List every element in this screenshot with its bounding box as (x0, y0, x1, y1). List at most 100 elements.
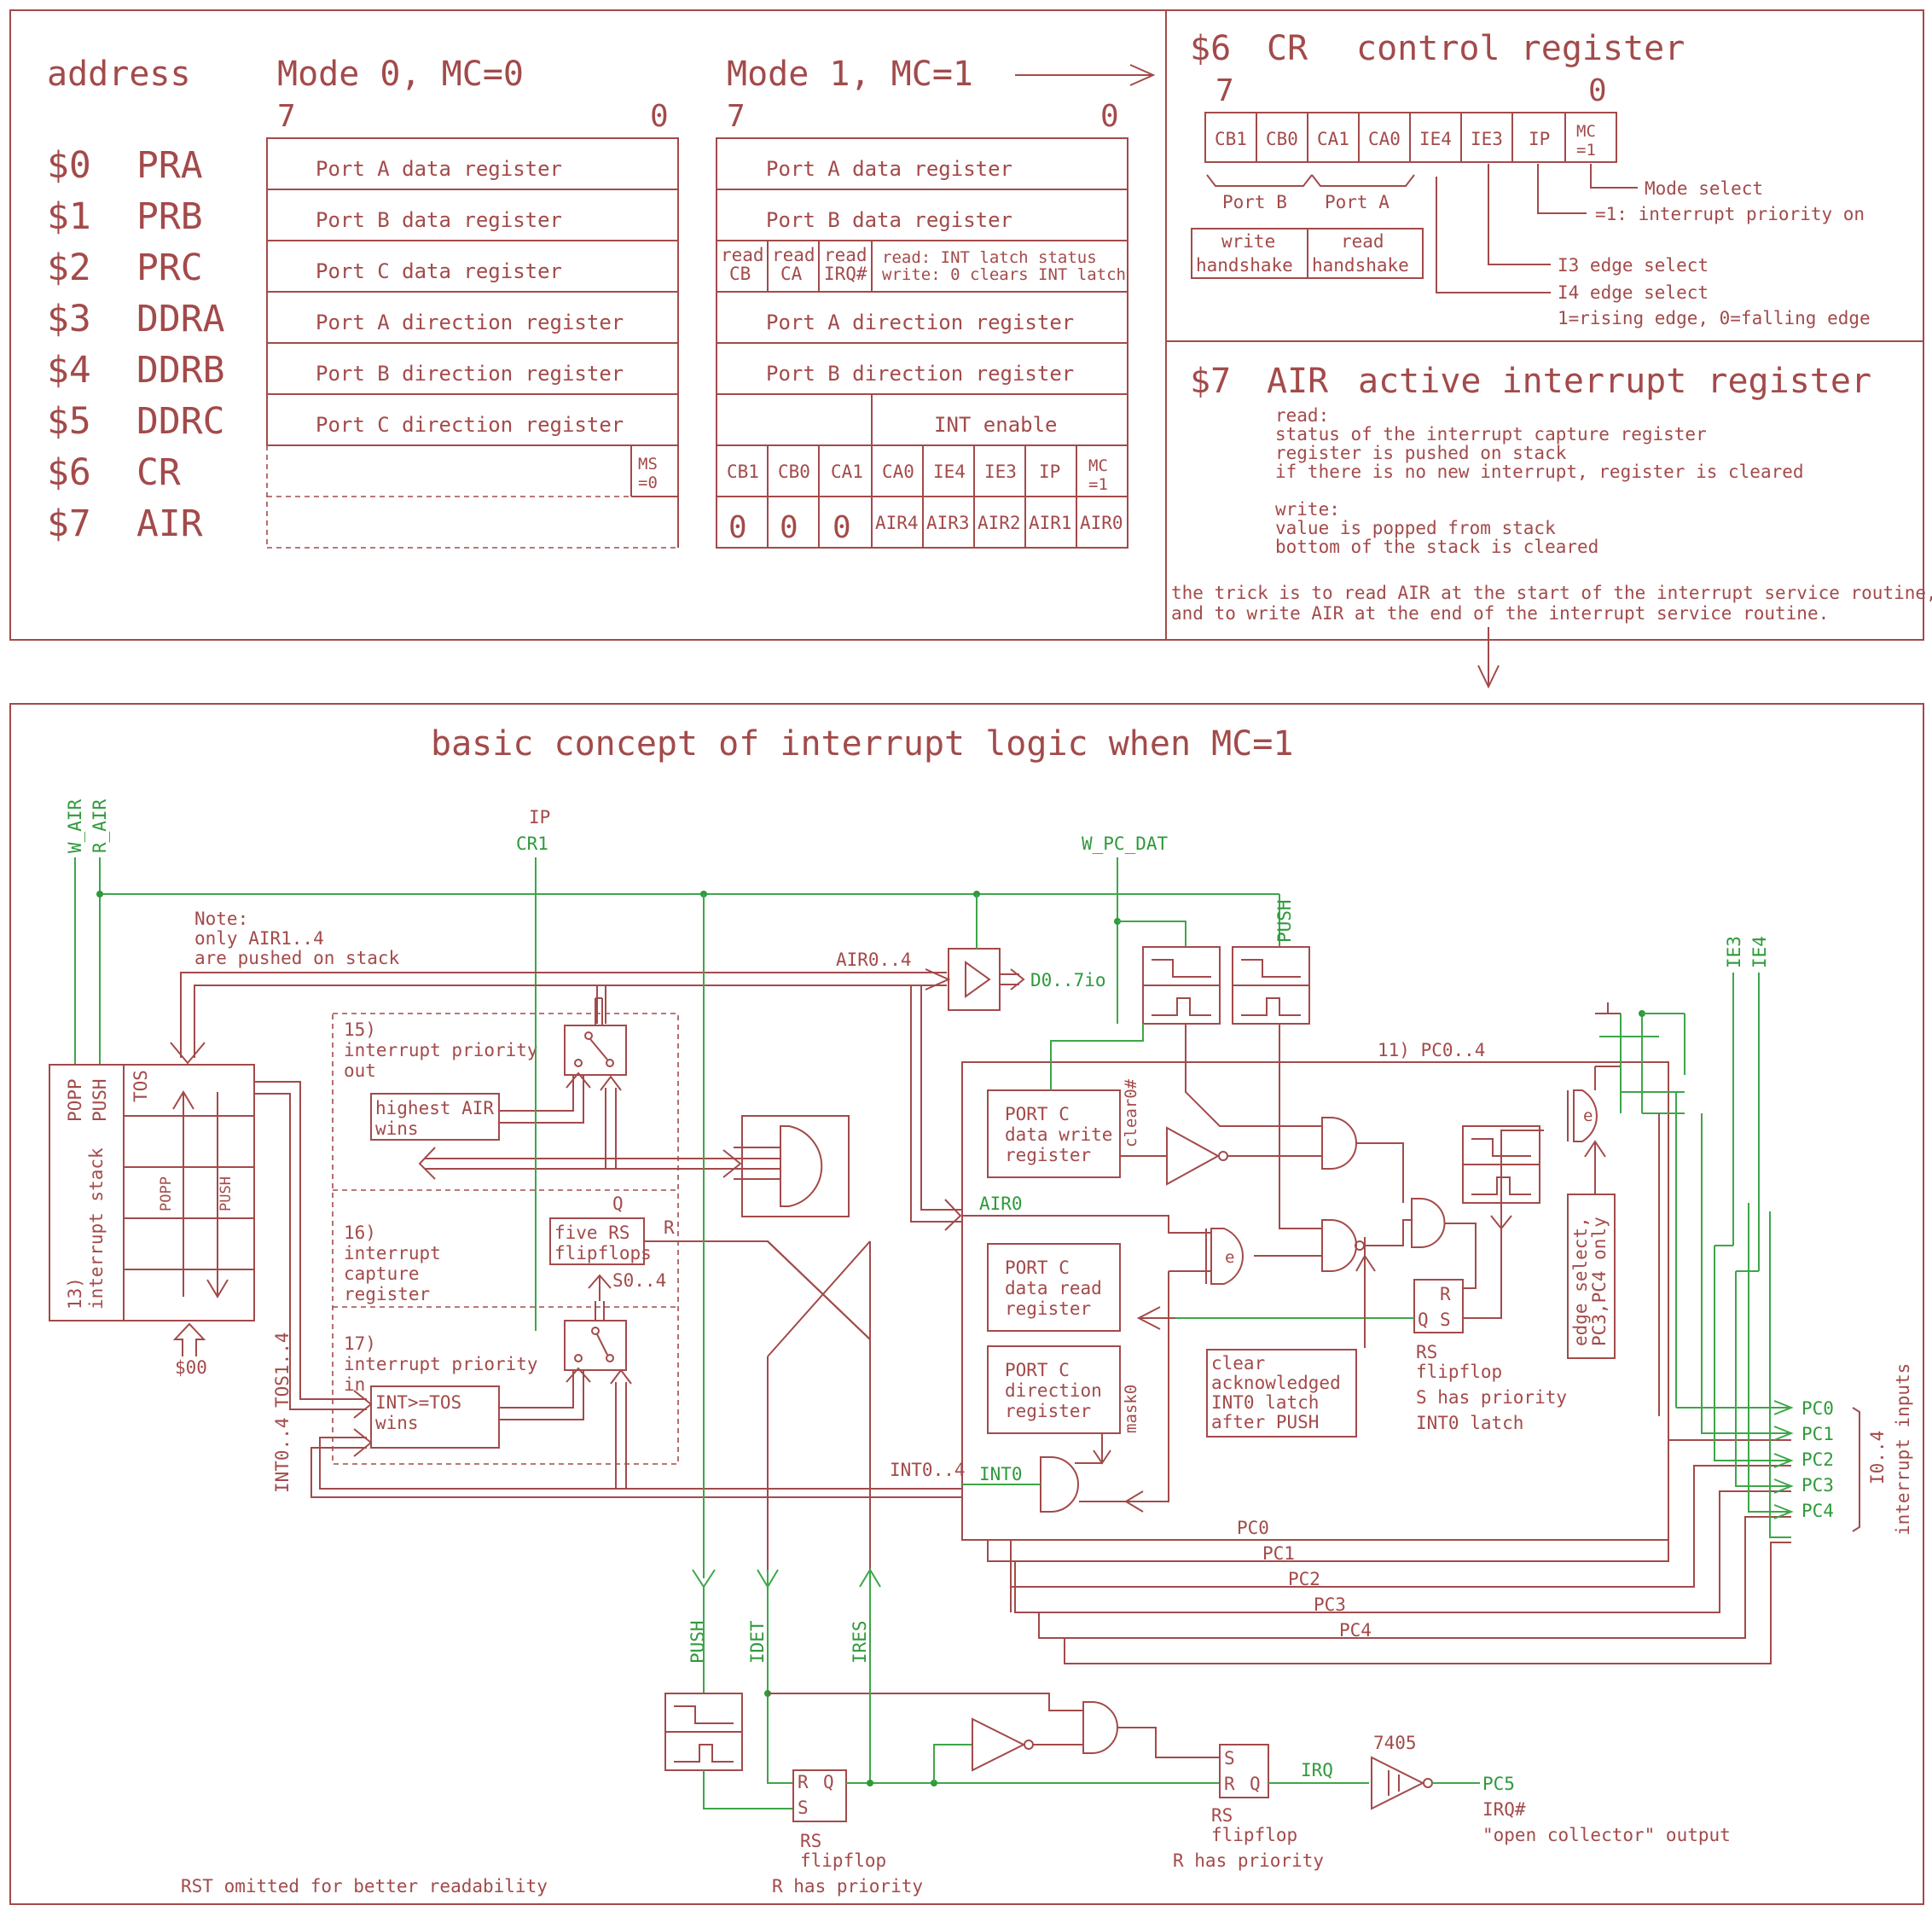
port-a-label: Port A (1325, 192, 1390, 212)
pcr-box: register (1005, 1298, 1091, 1319)
i4-desc: I4 edge select (1558, 282, 1709, 303)
ff2-s: S (1224, 1748, 1235, 1769)
blk17: 17) (344, 1333, 376, 1354)
air-bit: AIR4 (875, 513, 919, 533)
cr1-signal: CR1 (516, 834, 548, 854)
air-down-arrow (1477, 627, 1500, 689)
tristate-buffer: D0..7io (948, 894, 1106, 1011)
int0-signal: INT0 (979, 1464, 1023, 1484)
ff1-q: Q (823, 1772, 834, 1792)
reg-addr: $6 (47, 451, 91, 494)
stack-init: $00 (175, 1357, 207, 1378)
reg-name: CR (136, 451, 181, 494)
blk16: 16) (344, 1223, 376, 1243)
mode1-register-table: Port A data register Port B data registe… (716, 137, 1128, 549)
ff2-r: R (1224, 1774, 1235, 1794)
air-bit: AIR2 (978, 513, 1021, 533)
air-desc-line: status of the interrupt capture register (1275, 424, 1707, 444)
read-irq: IRQ# (824, 264, 867, 284)
r-air-signal: R_AIR (90, 799, 110, 853)
rs-title: RS (1416, 1342, 1437, 1362)
pc-inputs: PC0 PC1 PC2 PC3 PC4 I0..4 interrupt inpu… (1773, 1363, 1913, 1536)
read-ca: read (772, 245, 815, 265)
pcd-box: direction (1005, 1380, 1102, 1401)
cr-panel-bit: CA1 (1317, 129, 1349, 149)
blk16: interrupt (344, 1243, 441, 1263)
air-panel: $7 AIR active interrupt register read: s… (1171, 362, 1932, 624)
irq-signal: IRQ (1301, 1760, 1333, 1780)
stack-push-inner: PUSH (218, 1176, 235, 1211)
edge-sel: edge select, (1570, 1217, 1591, 1346)
blk16: register (344, 1284, 430, 1304)
int-enable: INT enable (934, 413, 1058, 437)
i3-desc: I3 edge select (1558, 255, 1709, 276)
int-status-read: read: INT latch status (882, 248, 1097, 267)
mode0-row: Port B direction register (316, 362, 624, 386)
pc-bus-label: PC4 (1339, 1620, 1372, 1641)
air-desc-line: if there is no new interrupt, register i… (1275, 462, 1804, 482)
highest-air: highest AIR (375, 1098, 494, 1118)
push-bot-signal: PUSH (688, 1620, 708, 1664)
ip-signal: IP (529, 807, 550, 828)
rs-pri: S has priority (1416, 1387, 1567, 1408)
idet-signal: IDET (747, 1620, 768, 1664)
pc-input: PC4 (1801, 1501, 1834, 1521)
air-title-addr: $7 (1190, 362, 1231, 401)
pc-bus-label: PC0 (1237, 1518, 1269, 1538)
rs-ff: flipflop (1416, 1362, 1502, 1382)
ie3-signal: IE3 (1724, 936, 1744, 968)
read-irq: read (824, 245, 867, 265)
mc-bit-label: MC (1088, 456, 1108, 475)
mode0-bit0: 0 (650, 99, 669, 134)
air04-label: AIR0..4 (836, 950, 912, 970)
pcw-box: data write (1005, 1124, 1112, 1145)
pcr-box: data read (1005, 1278, 1102, 1298)
five-rs: five RS (554, 1223, 630, 1243)
rs-r: R (1440, 1284, 1451, 1304)
cr-bit: IE4 (933, 462, 966, 482)
ff1-title: RS (800, 1831, 821, 1851)
reg-name: AIR (136, 502, 203, 545)
diagram-frame (9, 703, 1924, 1905)
blk15: out (344, 1060, 376, 1081)
air-desc-line: write: (1275, 499, 1340, 520)
note-line: only AIR1..4 (194, 928, 324, 949)
mode0-row: Port A direction register (316, 311, 624, 334)
mode0-row: Port C data register (316, 259, 562, 283)
oc-output-label: "open collector" output (1482, 1825, 1731, 1845)
highest-air: wins (375, 1118, 419, 1139)
blk17: in (344, 1374, 365, 1395)
cr-panel: $6 CR control register 7 0 CB1 CB0 CA1 C… (1190, 29, 1871, 328)
air-desc-line: register is pushed on stack (1275, 443, 1567, 463)
cr-bit: IP (1039, 462, 1060, 482)
cr-bit: CB0 (778, 462, 810, 482)
ff-r: R (664, 1217, 675, 1238)
xor-e2: e (1583, 1107, 1593, 1125)
ff2-pri: R has priority (1173, 1850, 1324, 1871)
note-line: Note: (194, 909, 248, 929)
air-bit: AIR0 (1080, 513, 1123, 533)
mode1-arrow (1015, 64, 1156, 86)
pc-input: PC1 (1801, 1424, 1834, 1444)
stack-popp: POPP (65, 1078, 85, 1122)
d07io-signal: D0..7io (1030, 970, 1106, 990)
reg-name: PRB (136, 195, 203, 238)
ie4-signal: IE4 (1749, 936, 1770, 968)
mode0-bit7: 7 (277, 99, 296, 134)
reg-name: PRA (136, 144, 203, 187)
diagram-title: basic concept of interrupt logic when MC… (431, 724, 1293, 764)
rst-note: RST omitted for better readability (181, 1876, 548, 1896)
clr-note: acknowledged (1211, 1373, 1341, 1393)
cr-panel-bit: CB1 (1215, 129, 1247, 149)
priority-region: 15) interrupt priority out highest AIR w… (332, 997, 871, 1604)
cmp-box: wins (375, 1413, 419, 1433)
cr-panel-bit: CA0 (1368, 129, 1401, 149)
pcw-box: PORT C (1005, 1104, 1070, 1124)
interrupt-inputs-label: interrupt inputs (1893, 1363, 1913, 1536)
blk15: interrupt priority (344, 1040, 538, 1060)
ms-bit-label: MS (638, 455, 658, 473)
reg-name: DDRA (136, 298, 225, 340)
air-title-desc: active interrupt register (1358, 362, 1871, 401)
pcd-box: register (1005, 1401, 1091, 1421)
